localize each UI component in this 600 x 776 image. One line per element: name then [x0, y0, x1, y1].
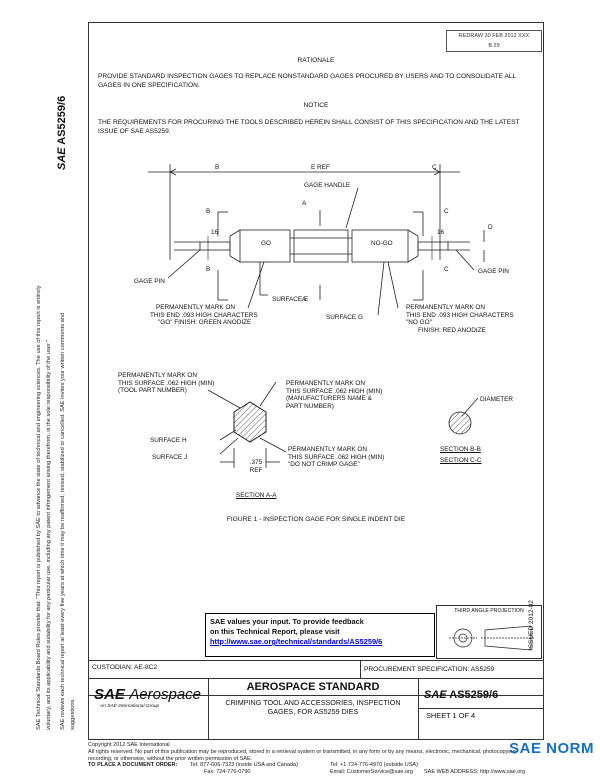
third-angle-box: THIRD ANGLE PROJECTION [436, 605, 542, 659]
surface-j-label: SURFACE J [152, 454, 188, 461]
feedback-box: SAE values your input. To provide feedba… [205, 613, 435, 657]
order-label: TO PLACE A DOCUMENT ORDER: [88, 762, 178, 768]
perm-dnc-callout: PERMANENTLY MARK ON THIS SURFACE .062 HI… [288, 446, 385, 469]
rationale-heading: RATIONALE [297, 57, 335, 64]
dim-375: .375 REF [249, 459, 263, 474]
go-marking: GO [261, 240, 271, 247]
section-bb-label: SECTION B-B [440, 446, 481, 453]
order-tel: Tel: 877-606-7323 (inside USA and Canada… [190, 762, 298, 768]
sae-norm-watermark: SAE NORM [509, 740, 594, 757]
web-address: SAE WEB ADDRESS: http://www.sae.org [424, 769, 526, 775]
inspection-gage-drawing [148, 164, 485, 468]
custodian-label: CUSTODIAN: AE-8C2 [92, 664, 158, 671]
section-c-bottom: C [444, 266, 449, 273]
page-frame [88, 22, 544, 740]
procurement-label: PROCUREMENT SPECIFICATION: AS5259 [364, 666, 495, 673]
dim-b-left: B [215, 164, 220, 171]
dim-d: D [488, 224, 493, 231]
perm-nogo-callout: PERMANENTLY MARK ON THIS END .093 HIGH C… [406, 304, 514, 334]
sidebar-text-1: SAE Technical Standards Board Rules prov… [36, 285, 42, 730]
revision-box: REDRAW 30 FEB 2012 XXX B 29 [446, 30, 542, 52]
gage-pin-right-label: GAGE PIN [478, 268, 509, 275]
order-tel2: Tel: +1 724-776-4970 (outside USA) [330, 762, 418, 768]
doc-description: CRIMPING TOOL AND ACCESSORIES, INSPECTIO… [225, 698, 401, 716]
surface-e-label: SURFACE E [272, 296, 309, 303]
third-angle-symbol [449, 625, 535, 651]
dim-e-ref: E REF [311, 164, 330, 171]
figure-caption: FIGURE 1 - INSPECTION GAGE FOR SINGLE IN… [226, 516, 406, 523]
rationale-text: PROVIDE STANDARD INSPECTION GAGES TO REP… [98, 73, 516, 89]
doc-number: SAE AS5259/6 [424, 689, 499, 701]
gage-pin-left-label: GAGE PIN [134, 278, 165, 285]
nogo-marking: NO-GO [371, 240, 393, 247]
sidebar-text-3: SAE reviews each technical report at lea… [60, 312, 66, 730]
section-cc-label: SECTION C-C [440, 457, 482, 464]
section-b-bottom: B [206, 266, 211, 273]
vertical-doc-id: SAE AS5259/6 [56, 95, 68, 170]
section-b-top: B [206, 208, 211, 215]
diameter-label: DIAMETER [480, 396, 514, 403]
sidebar-text-2: voluntary, and its applicability and sui… [46, 339, 52, 730]
perm-tool-callout: PERMANENTLY MARK ON THIS SURFACE .062 HI… [118, 372, 215, 395]
hexagon-section [234, 402, 266, 442]
footer: Copyright 2012 SAE International All rig… [88, 742, 518, 762]
pin-section-circle [448, 411, 472, 435]
notice-text: THE REQUIREMENTS FOR PROCURING THE TOOLS… [98, 119, 520, 135]
order-email: Email: CustomerService@sae.org [330, 769, 413, 775]
angle-16-right: 16 [437, 229, 445, 236]
gage-handle-label: GAGE HANDLE [304, 182, 351, 189]
section-a-top: A [302, 200, 307, 207]
sheet-number: SHEET 1 OF 4 [426, 711, 476, 720]
sidebar-text-4: suggestions. [70, 698, 76, 730]
section-a-bottom: A [302, 296, 307, 303]
std-title: AEROSPACE STANDARD [246, 681, 380, 693]
surface-g-label: SURFACE G [326, 314, 363, 321]
perm-go-callout: PERMANENTLY MARK ON THIS END .093 HIGH C… [150, 304, 258, 327]
order-fax: Fax: 724-776-0790 [204, 769, 251, 775]
sae-aerospace-logo: SAE Aerospace An SAE International Group [94, 686, 202, 709]
angle-16-left: 16 [211, 229, 219, 236]
feedback-link[interactable]: http://www.sae.org/technical/standards/A… [210, 637, 383, 646]
section-aa-label: SECTION A-A [236, 492, 277, 499]
notice-heading: NOTICE [303, 102, 329, 109]
dim-c-right: C [432, 164, 437, 171]
perm-mfr-callout: PERMANENTLY MARK ON THIS SURFACE .062 HI… [286, 380, 383, 410]
section-c-top: C [444, 208, 449, 215]
surface-h-label: SURFACE H [150, 437, 187, 444]
